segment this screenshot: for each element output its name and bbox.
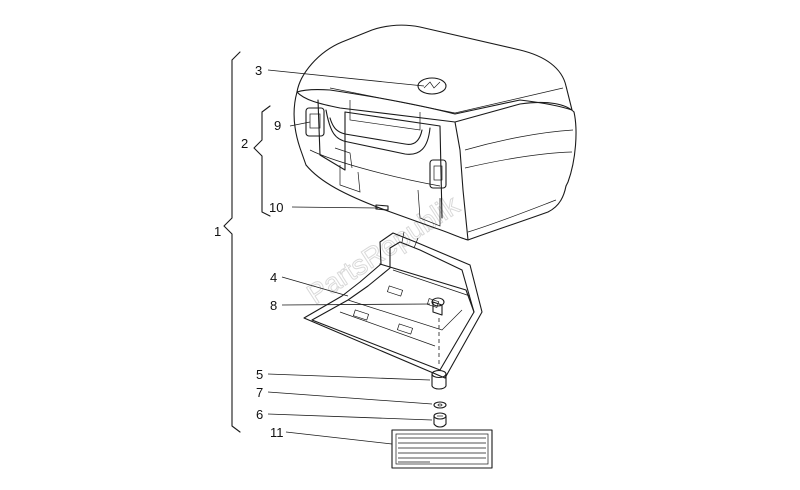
- leader-11: [285, 431, 393, 445]
- latch-left: [305, 107, 325, 137]
- bracket-1: [223, 51, 241, 433]
- bracket-2: [253, 105, 271, 217]
- screw: [433, 412, 447, 428]
- top-case: [293, 24, 577, 241]
- callout-10: 10: [269, 200, 283, 215]
- leader-9: [289, 121, 311, 127]
- callout-11: 11: [270, 425, 284, 440]
- callout-6: 6: [256, 407, 263, 422]
- leader-4: [281, 276, 349, 297]
- callout-8: 8: [270, 298, 277, 313]
- callout-2: 2: [241, 136, 248, 151]
- warning-label: [391, 429, 493, 469]
- leader-5: [267, 373, 431, 381]
- callout-1: 1: [214, 224, 221, 239]
- leader-8: [281, 303, 431, 306]
- logo-emblem: [417, 77, 447, 95]
- callout-3: 3: [255, 63, 262, 78]
- latch-right: [429, 159, 447, 189]
- leader-3: [267, 69, 425, 87]
- spacer: [431, 369, 447, 390]
- callout-7: 7: [256, 385, 263, 400]
- callout-9: 9: [274, 118, 281, 133]
- callout-5: 5: [256, 367, 263, 382]
- callout-4: 4: [270, 270, 277, 285]
- leader-10: [291, 206, 379, 209]
- leader-6: [267, 413, 433, 421]
- washer: [433, 401, 447, 409]
- leader-7: [267, 391, 433, 405]
- watermark: PartsRepublik: [301, 189, 465, 310]
- mounting-plate: [303, 231, 483, 379]
- nut: [431, 297, 445, 316]
